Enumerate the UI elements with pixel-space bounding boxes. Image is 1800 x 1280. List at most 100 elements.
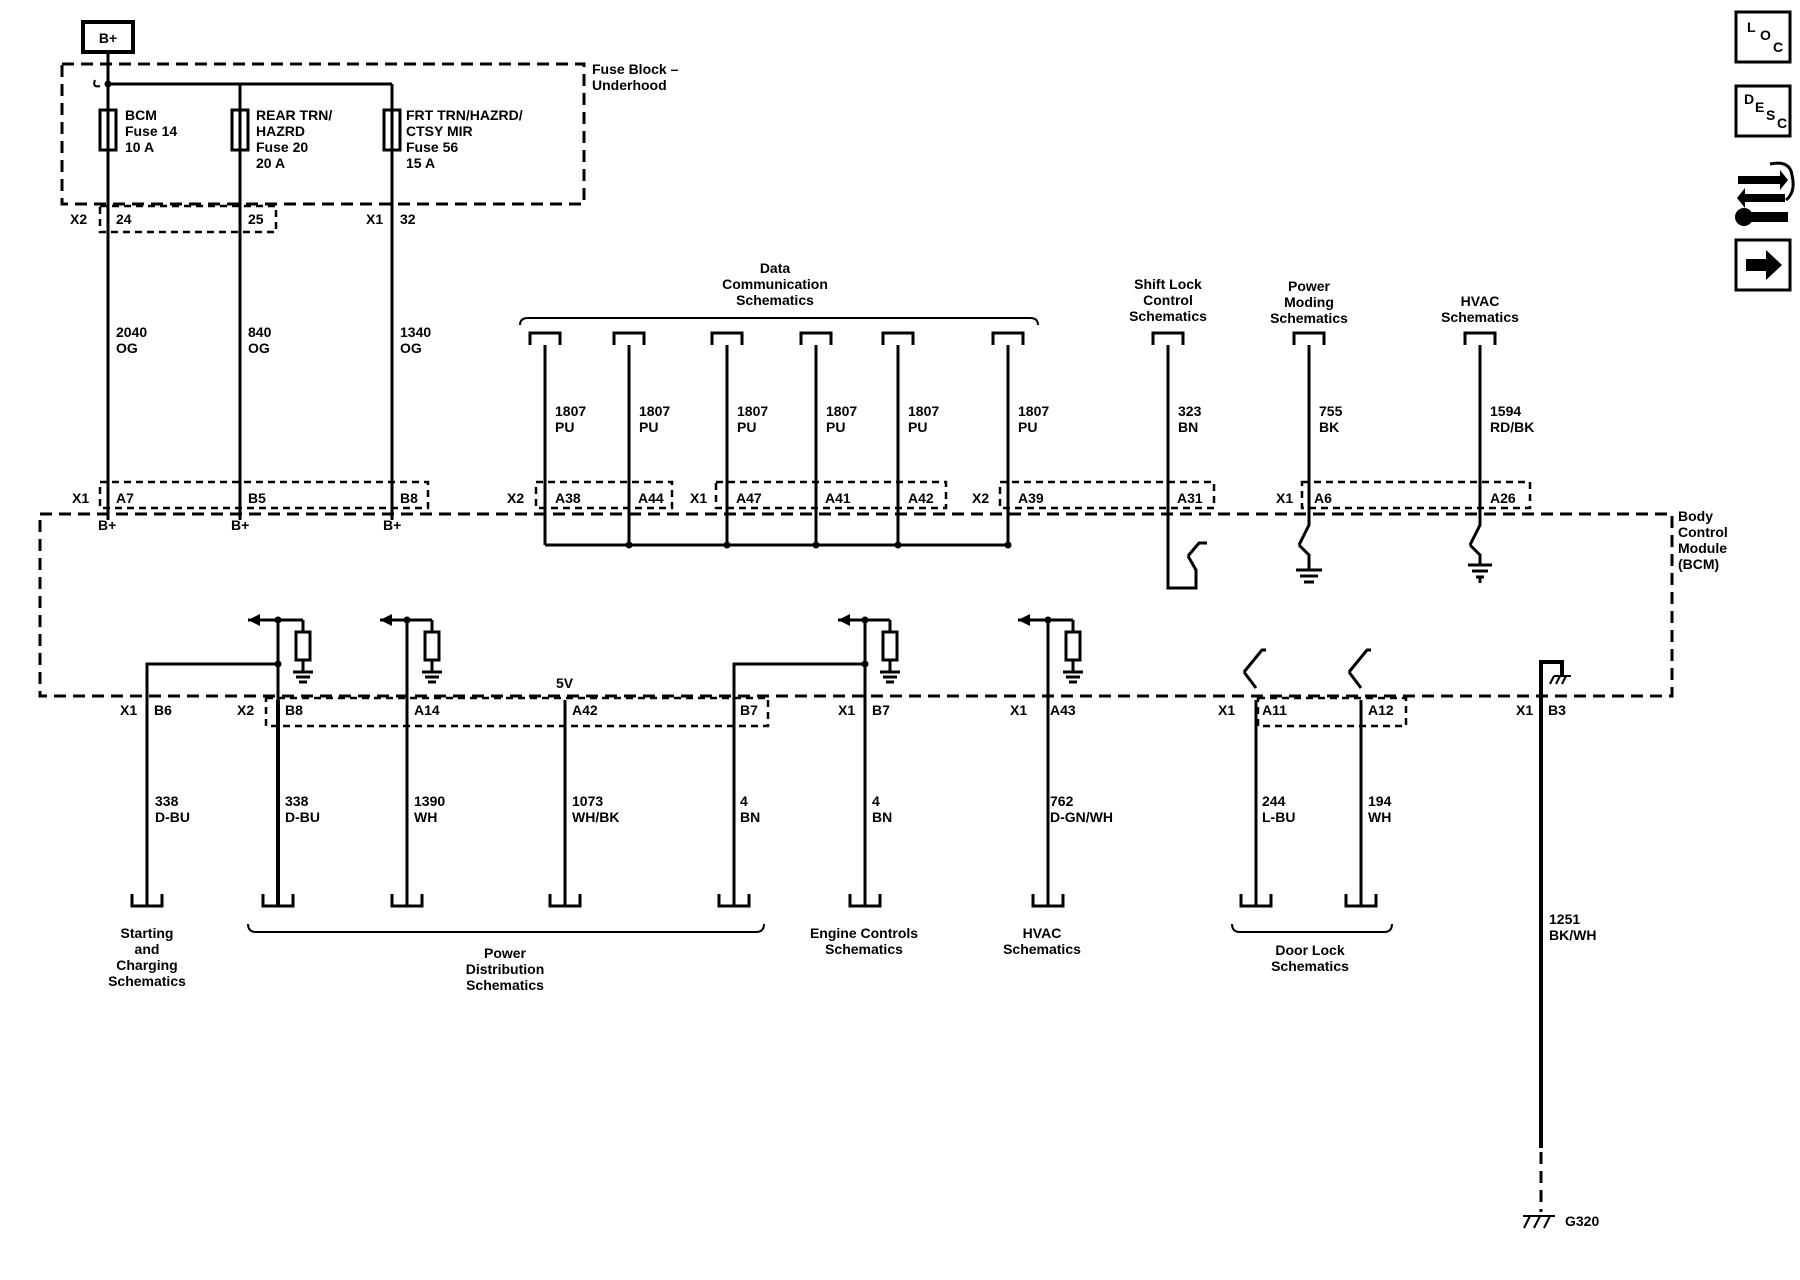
svg-text:and: and <box>135 941 160 957</box>
loc-button[interactable]: L O C <box>1734 10 1792 64</box>
svg-text:WH/BK: WH/BK <box>572 809 619 825</box>
svg-text:244: 244 <box>1262 793 1286 809</box>
driver-arrow <box>380 614 392 626</box>
svg-text:A42: A42 <box>908 490 934 506</box>
hvac-top-ref: HVAC Schematics <box>1441 293 1519 325</box>
svg-text:A38: A38 <box>555 490 581 506</box>
connector-symbol <box>881 331 915 345</box>
svg-text:B5: B5 <box>248 490 266 506</box>
svg-text:Power: Power <box>1288 278 1331 294</box>
wire-color-label: PU <box>908 419 927 435</box>
svg-text:A42: A42 <box>572 702 598 718</box>
svg-text:338: 338 <box>285 793 309 809</box>
svg-text:762: 762 <box>1050 793 1074 809</box>
wire-color-label: BK <box>1319 419 1339 435</box>
svg-text:Engine Controls: Engine Controls <box>810 925 918 941</box>
svg-text:A31: A31 <box>1177 490 1203 506</box>
svg-text:G320: G320 <box>1565 1213 1599 1229</box>
svg-text:1390: 1390 <box>414 793 445 809</box>
svg-text:Module: Module <box>1678 540 1727 556</box>
svg-text:Data: Data <box>760 260 791 276</box>
driver-arrow <box>248 614 260 626</box>
svg-text:X2: X2 <box>507 490 524 506</box>
svg-text:Schematics: Schematics <box>825 941 903 957</box>
svg-text:X2: X2 <box>70 211 87 227</box>
svg-text:(BCM): (BCM) <box>1678 556 1719 572</box>
connector-symbol <box>390 894 424 908</box>
svg-text:Charging: Charging <box>116 957 177 973</box>
svg-text:X2: X2 <box>237 702 254 718</box>
driver-arrow <box>1018 614 1030 626</box>
svg-text:X1: X1 <box>366 211 383 227</box>
svg-text:1251: 1251 <box>1549 911 1580 927</box>
svg-text:Schematics: Schematics <box>108 973 186 989</box>
next-arrow-icon[interactable] <box>1734 238 1792 292</box>
svg-text:4: 4 <box>872 793 880 809</box>
svg-text:Starting: Starting <box>121 925 174 941</box>
desc-button[interactable]: D E S C <box>1734 84 1792 138</box>
component-view-icon[interactable] <box>1735 161 1795 226</box>
top-wires: 1807PU1807PU1807PU1807PU1807PU1807PU323B… <box>528 331 1534 549</box>
svg-text:A7: A7 <box>116 490 134 506</box>
svg-text:A12: A12 <box>1368 702 1394 718</box>
svg-text:BK/WH: BK/WH <box>1549 927 1596 943</box>
svg-text:WH: WH <box>414 809 437 825</box>
connector-symbol <box>991 331 1025 345</box>
svg-text:B8: B8 <box>285 702 303 718</box>
svg-text:Schematics: Schematics <box>1003 941 1081 957</box>
svg-text:X1: X1 <box>838 702 855 718</box>
svg-text:X1: X1 <box>1218 702 1235 718</box>
shift-lock-ref: Shift Lock Control Schematics <box>1129 276 1207 324</box>
connector-symbol <box>1151 331 1185 345</box>
svg-text:Power: Power <box>484 945 527 961</box>
bcm-module: Body Control Module (BCM) X1 A7 B5 B8 X2… <box>38 350 1728 728</box>
svg-text:CTSY MIR: CTSY MIR <box>406 123 473 139</box>
svg-text:Control: Control <box>1678 524 1728 540</box>
splice-dot <box>1044 616 1052 624</box>
svg-text:B+: B+ <box>98 517 116 533</box>
svg-text:Shift Lock: Shift Lock <box>1134 276 1202 292</box>
pull-down-resistor <box>294 630 312 662</box>
svg-text:HVAC: HVAC <box>1023 925 1062 941</box>
fuse-block: Fuse Block – Underhood BCM Fuse 14 10 A … <box>60 61 679 234</box>
feed-wires: 2040 OG 840 OG 1340 OG <box>106 150 431 520</box>
svg-text:B7: B7 <box>872 702 890 718</box>
svg-text:B3: B3 <box>1548 702 1566 718</box>
svg-text:O: O <box>1760 27 1771 43</box>
svg-text:A6: A6 <box>1314 490 1332 506</box>
svg-text:Schematics: Schematics <box>1271 958 1349 974</box>
wire-color-label: BN <box>1178 419 1198 435</box>
splice-dot <box>274 616 282 624</box>
hvac-bottom-ref: HVAC Schematics <box>1003 925 1081 957</box>
pull-down-resistor <box>423 630 441 662</box>
wire-circuit-label: 1807 <box>1018 403 1049 419</box>
bottom-wire-labels: 338 D-BU 338 D-BU 1390 WH 1073 WH/BK 4 B… <box>155 793 1596 943</box>
svg-text:B+: B+ <box>231 517 249 533</box>
svg-text:OG: OG <box>400 340 422 356</box>
svg-text:WH: WH <box>1368 809 1391 825</box>
connector-symbol <box>710 331 744 345</box>
driver-arrow <box>838 614 850 626</box>
svg-text:A47: A47 <box>736 490 762 506</box>
connector-symbol <box>1344 894 1378 908</box>
svg-text:OG: OG <box>248 340 270 356</box>
svg-text:24: 24 <box>116 211 132 227</box>
splice-dot <box>861 616 869 624</box>
svg-text:Schematics: Schematics <box>1270 310 1348 326</box>
svg-text:32: 32 <box>400 211 416 227</box>
pull-down-resistor <box>1064 630 1082 662</box>
fuse-bcm-label: BCM <box>125 107 157 123</box>
svg-text:Door Lock: Door Lock <box>1275 942 1344 958</box>
svg-text:B8: B8 <box>400 490 418 506</box>
svg-text:20 A: 20 A <box>256 155 285 171</box>
svg-text:HAZRD: HAZRD <box>256 123 305 139</box>
connector-symbol <box>1031 894 1065 908</box>
svg-text:OG: OG <box>116 340 138 356</box>
pull-down-resistor <box>881 630 899 662</box>
svg-text:X1: X1 <box>72 490 89 506</box>
svg-text:BN: BN <box>740 809 760 825</box>
svg-text:Body: Body <box>1678 508 1713 524</box>
svg-text:A14: A14 <box>414 702 440 718</box>
wire-circuit-label: 1807 <box>555 403 586 419</box>
